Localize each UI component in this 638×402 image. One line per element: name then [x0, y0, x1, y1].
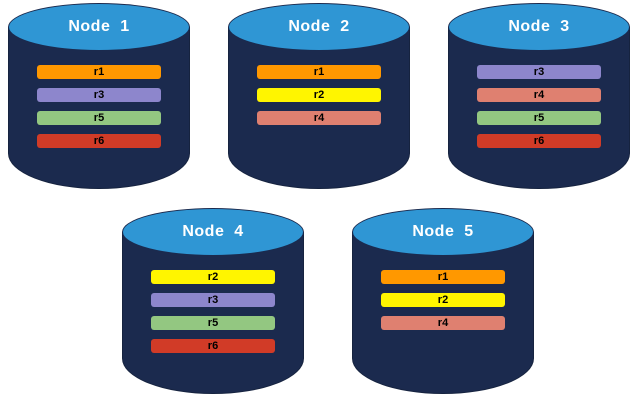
node-title: Node 4 — [182, 223, 244, 240]
replica-bar[interactable]: r1 — [37, 65, 161, 79]
replica-bar[interactable]: r2 — [151, 270, 275, 284]
replica-bar[interactable]: r5 — [477, 111, 601, 125]
cylinder-body — [448, 27, 630, 189]
node-cylinder[interactable]: r1 r3 r5 r6 Node 1 — [8, 3, 190, 193]
replica-bar[interactable]: r5 — [37, 111, 161, 125]
replica-bar[interactable]: r2 — [257, 88, 381, 102]
cylinder-top — [448, 3, 630, 51]
node-title: Node 5 — [412, 223, 474, 240]
cylinder-top — [352, 208, 534, 256]
replica-bar[interactable]: r4 — [257, 111, 381, 125]
replica-bar[interactable]: r1 — [381, 270, 505, 284]
node-cylinder[interactable]: r3 r4 r5 r6 Node 3 — [448, 3, 630, 193]
replica-bar[interactable]: r1 — [257, 65, 381, 79]
replica-list: r1 r2 r4 — [228, 65, 410, 125]
cylinder-body — [122, 232, 304, 394]
replica-list: r3 r4 r5 r6 — [448, 65, 630, 148]
replica-bar[interactable]: r2 — [381, 293, 505, 307]
cylinder-top — [228, 3, 410, 51]
replica-list: r2 r3 r5 r6 — [122, 270, 304, 353]
node-title: Node 3 — [508, 18, 570, 35]
replica-bar[interactable]: r3 — [477, 65, 601, 79]
replica-bar[interactable]: r4 — [477, 88, 601, 102]
cylinder-top — [8, 3, 190, 51]
replica-bar[interactable]: r4 — [381, 316, 505, 330]
replica-bar[interactable]: r6 — [37, 134, 161, 148]
node-title: Node 2 — [288, 18, 350, 35]
replica-bar[interactable]: r5 — [151, 316, 275, 330]
node-cylinder[interactable]: r1 r2 r4 Node 2 — [228, 3, 410, 193]
node-title: Node 1 — [68, 18, 130, 35]
node-cylinder[interactable]: r1 r2 r4 Node 5 — [352, 208, 534, 398]
replica-list: r1 r3 r5 r6 — [8, 65, 190, 148]
cylinder-body — [228, 27, 410, 189]
node-cylinder[interactable]: r2 r3 r5 r6 Node 4 — [122, 208, 304, 398]
cylinder-top — [122, 208, 304, 256]
replica-list: r1 r2 r4 — [352, 270, 534, 330]
cylinder-body — [8, 27, 190, 189]
replica-bar[interactable]: r3 — [151, 293, 275, 307]
replica-bar[interactable]: r3 — [37, 88, 161, 102]
replica-bar[interactable]: r6 — [151, 339, 275, 353]
replica-bar[interactable]: r6 — [477, 134, 601, 148]
